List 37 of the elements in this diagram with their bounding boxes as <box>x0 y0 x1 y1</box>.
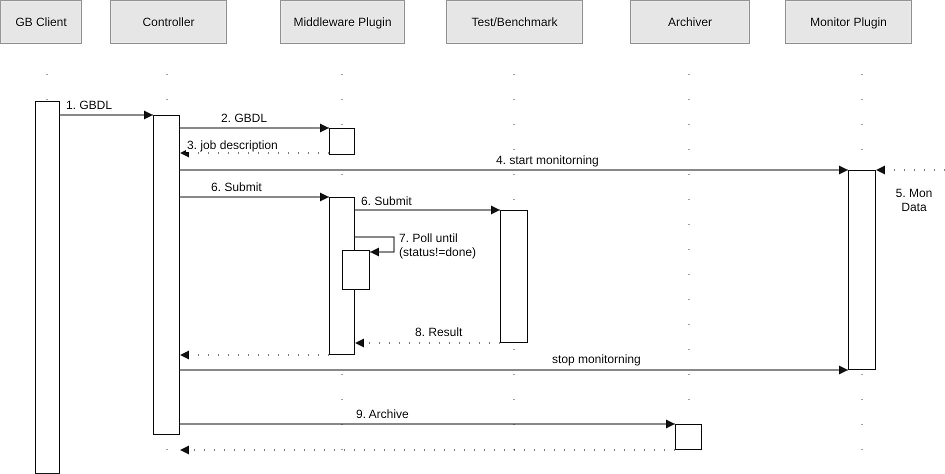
return-arrow <box>180 148 330 158</box>
message-arrow <box>180 166 848 174</box>
return-arrow <box>180 446 676 454</box>
activation-bar <box>675 424 702 450</box>
message-arrow <box>354 206 500 214</box>
participant-box: Archiver <box>630 0 750 44</box>
return-arrow <box>354 338 500 348</box>
activation-bar <box>342 250 370 290</box>
message-arrow <box>354 236 394 256</box>
activation-bar <box>848 170 876 370</box>
edge-label: stop monitorning <box>551 352 642 366</box>
participant-box: Test/Benchmark <box>446 0 583 44</box>
message-arrow <box>180 192 330 202</box>
edge-label: 1. GBDL <box>65 98 114 112</box>
participant-box: Monitor Plugin <box>785 0 912 44</box>
activation-bar <box>35 101 60 474</box>
message-arrow <box>60 110 154 120</box>
activation-bar <box>153 115 180 435</box>
activation-bar <box>329 128 355 155</box>
edge-label: 6. Submit <box>360 194 413 208</box>
participant-box: Middleware Plugin <box>280 0 405 44</box>
edge-label: 6. Submit <box>210 180 263 194</box>
edge-label: 9. Archive <box>355 407 410 421</box>
message-arrow <box>180 366 848 374</box>
participant-box: Controller <box>110 0 227 44</box>
edge-label: 5. Mon Data <box>894 186 934 214</box>
message-arrow <box>180 420 676 428</box>
edge-label: 3. job description <box>186 138 279 152</box>
return-arrow <box>876 166 945 174</box>
edge-label: 4. start monitorning <box>495 153 600 167</box>
participant-box: GB Client <box>0 0 82 44</box>
edge-label: 8. Result <box>414 325 464 339</box>
activation-bar <box>500 210 528 343</box>
edge-label: 2. GBDL <box>220 111 268 125</box>
return-arrow <box>180 350 330 360</box>
message-arrow <box>180 124 330 132</box>
edge-label: 7. Poll until (status!=done) <box>398 231 478 259</box>
